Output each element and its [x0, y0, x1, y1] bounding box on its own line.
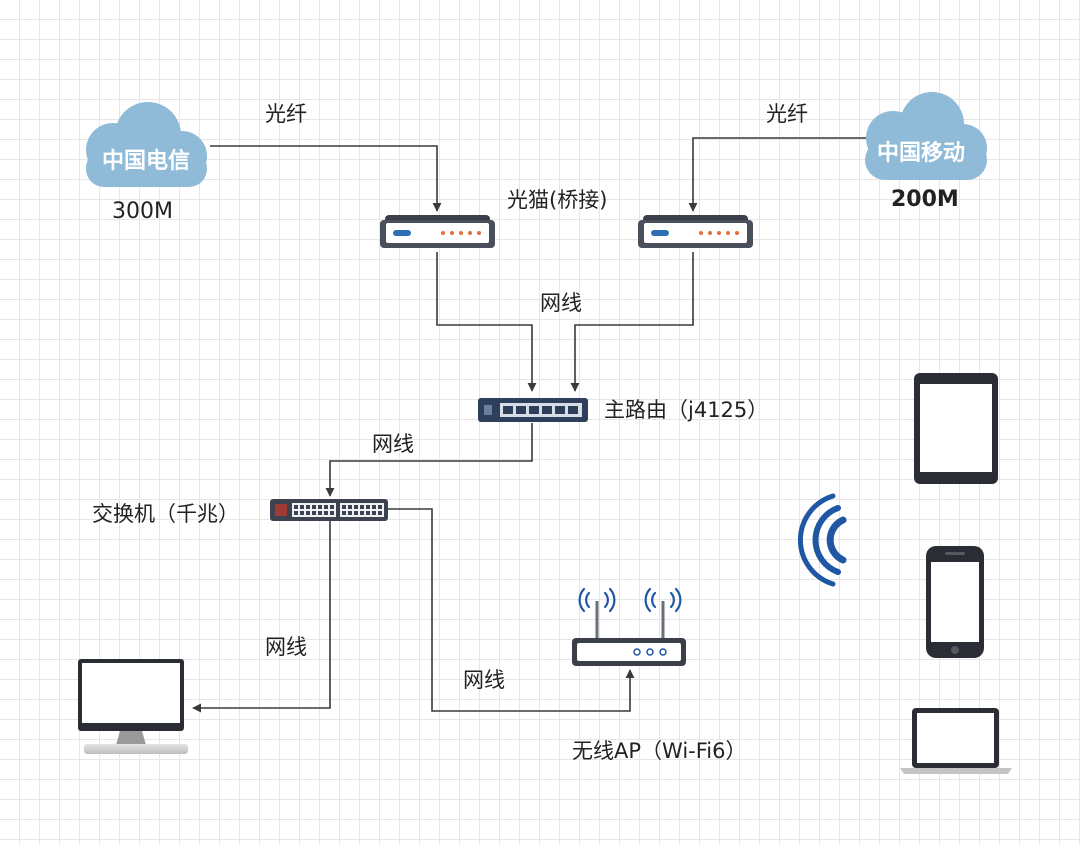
- mobile-speed-label: 200M: [891, 187, 959, 212]
- ethernet-link-modem2-router: [570, 252, 694, 392]
- ethernet-link-router-switch: [325, 423, 533, 497]
- ethernet-label-router-uplink: 网线: [540, 291, 582, 315]
- router-label: 主路由（j4125）: [604, 398, 769, 422]
- ethernet-link-switch-desktop: [192, 520, 331, 713]
- fiber-link-telecom: [210, 145, 442, 212]
- ethernet-link-modem1-router: [436, 252, 537, 392]
- fiber-label-mobile: 光纤: [766, 102, 808, 126]
- telecom-speed-label: 300M: [112, 199, 173, 224]
- ethernet-label-switch-uplink: 网线: [372, 432, 414, 456]
- optical-modem-2-icon: [638, 215, 753, 248]
- wireless-ap-label: 无线AP（Wi-Fi6）: [572, 739, 747, 763]
- smartphone-icon: [926, 546, 984, 658]
- switch-icon: [270, 499, 388, 521]
- tablet-icon: [914, 373, 998, 484]
- cloud-telecom-icon: [86, 102, 207, 187]
- desktop-computer-icon: [78, 659, 188, 754]
- fiber-link-mobile: [688, 137, 866, 212]
- wireless-ap-icon: [572, 587, 686, 666]
- ethernet-label-ap: 网线: [463, 668, 505, 692]
- telecom-isp-name: 中国电信: [102, 149, 191, 174]
- switch-label: 交换机（千兆）: [92, 502, 239, 526]
- cloud-mobile-icon: [865, 92, 987, 180]
- wifi-signal-icon: [798, 493, 847, 587]
- optical-modem-1-icon: [380, 215, 495, 248]
- optical-modem-label: 光猫(桥接): [507, 188, 608, 212]
- ethernet-link-switch-ap: [388, 508, 635, 712]
- mobile-isp-name: 中国移动: [877, 141, 966, 166]
- laptop-icon: [900, 708, 1012, 774]
- router-icon: [478, 398, 588, 422]
- fiber-label-telecom: 光纤: [265, 102, 307, 126]
- ethernet-label-desktop: 网线: [265, 635, 307, 659]
